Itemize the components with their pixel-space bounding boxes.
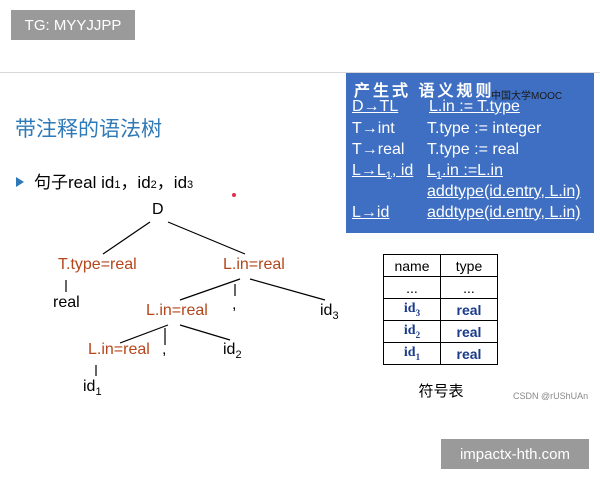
node-id1-sub: 1 (95, 386, 102, 399)
rule1-production: D→TL (352, 98, 399, 115)
id-sub: 2 (415, 329, 421, 340)
edge-d-t (102, 221, 151, 255)
id-sub: 1 (415, 351, 421, 362)
symbol-table-id: id2 (383, 320, 441, 343)
symbol-table-dots-type: ... (440, 276, 498, 299)
symbol-table-type: real (440, 320, 498, 343)
table-row: id2 real (383, 320, 498, 343)
rule5-semantic: addtype(id.entry, L.in) (427, 204, 581, 221)
sentence-prefix: 句子real id (34, 173, 115, 192)
id-base: id (403, 301, 416, 317)
node-id3: id3 (320, 302, 339, 322)
edge-l2-l3 (119, 324, 169, 344)
watermark-top: TG: MYYJJPP (11, 10, 135, 40)
rule3-semantic: T.type := real (427, 141, 520, 158)
divider (0, 72, 600, 73)
node-id2-base: id (223, 341, 236, 358)
sentence-sub1: 1 (114, 179, 121, 191)
bullet-arrow-icon (16, 177, 24, 187)
node-l-in-3: L.in=real (88, 341, 150, 358)
node-id1-base: id (83, 378, 96, 395)
symbol-table-caption: 符号表 (418, 383, 464, 400)
symbol-table-dots-name: ... (383, 276, 441, 299)
rule2-semantic: T.type := integer (427, 120, 542, 137)
node-real-leaf: real (53, 294, 80, 311)
node-id2: id2 (223, 341, 242, 361)
symbol-table-type: real (440, 298, 498, 321)
node-l-in-2: L.in=real (146, 302, 208, 319)
symbol-table: name type ... ... id3 real id2 real id1 … (383, 254, 498, 365)
edge-l-l2 (179, 278, 241, 301)
rule5-production: L→id (352, 204, 390, 221)
rules-header: 产生式 语义规则 (354, 83, 495, 100)
sentence-sub3: 3 (187, 179, 194, 191)
rule3-production: T→real (352, 141, 405, 158)
edge-l-id3 (249, 278, 326, 301)
symbol-table-header-name: name (383, 254, 441, 277)
edge-l2-id2 (179, 324, 231, 341)
table-row: id1 real (383, 342, 498, 365)
edge-d-l (167, 221, 246, 255)
watermark-bottom: impactx-hth.com (441, 439, 589, 469)
node-comma-2: , (162, 341, 167, 358)
node-id3-base: id (320, 302, 333, 319)
id-base: id (403, 323, 416, 339)
rule4-production: L→L1, id (352, 162, 413, 182)
table-row: ... ... (383, 276, 498, 299)
node-id1: id1 (83, 378, 102, 398)
table-row: id3 real (383, 298, 498, 321)
sentence-sep2: ，id (156, 173, 188, 192)
id-sub: 3 (415, 307, 421, 318)
sentence-sep1: ，id (120, 173, 151, 192)
rule4-prod-a: L→L (352, 162, 386, 179)
csdn-watermark: CSDN @rUShUAn (513, 391, 589, 401)
symbol-table-id: id1 (383, 342, 441, 365)
node-l-in-1: L.in=real (223, 256, 285, 273)
symbol-table-type: real (440, 342, 498, 365)
rule4-sem-sub: 1 (435, 170, 443, 183)
rule4-semantic: L1.in :=L.in (427, 162, 503, 182)
slide-title: 带注释的语法树 (15, 118, 162, 141)
mooc-logo: 中国大学MOOC (491, 91, 563, 102)
rule4-prod-sub: 1 (385, 170, 392, 183)
rule4-semantic-2: addtype(id.entry, L.in) (427, 183, 581, 200)
node-comma-1: , (232, 296, 237, 313)
id-base: id (403, 345, 416, 361)
node-id3-sub: 3 (332, 310, 339, 323)
pointer-dot (232, 193, 236, 197)
rule2-production: T→int (352, 120, 395, 137)
rule4-sem-a: L (427, 162, 436, 179)
symbol-table-id: id3 (383, 298, 441, 321)
node-id2-sub: 2 (235, 349, 242, 362)
symbol-table-header-type: type (440, 254, 498, 277)
semantic-rules-panel: 产生式 语义规则 中国大学MOOC D→TL L.in := T.type T→… (346, 73, 594, 233)
rule4-sem-b: .in :=L.in (442, 162, 503, 179)
node-t-type: T.type=real (58, 256, 137, 273)
rule4-prod-b: , id (391, 162, 414, 179)
sentence-sub2: 2 (150, 179, 157, 191)
rule1-semantic: L.in := T.type (429, 98, 520, 115)
symbol-table-header-row: name type (383, 254, 498, 277)
node-root-d: D (152, 201, 164, 218)
